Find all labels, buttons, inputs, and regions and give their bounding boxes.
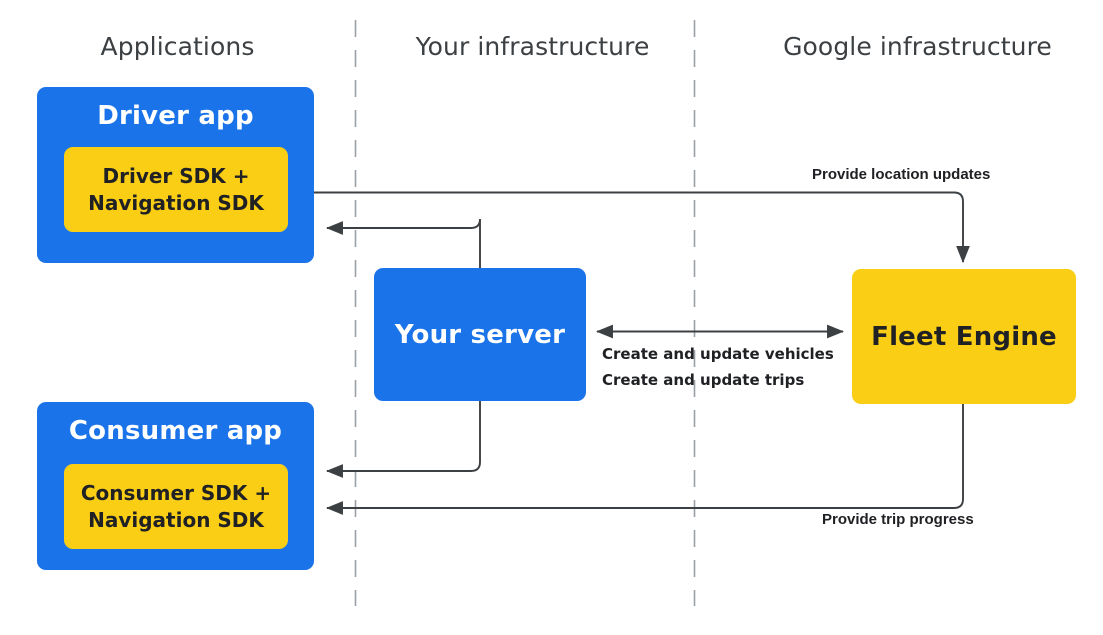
edge-label-create-and-update-trips: Create and update trips: [602, 371, 805, 389]
consumer-sdk-line-1: Consumer SDK +: [80, 481, 272, 506]
edge-label-create-and-update-vehicles: Create and update vehicles: [602, 345, 834, 363]
driver-app-title-row: Driver app: [37, 87, 314, 144]
edge-driver-to-fleet-engine: [251, 191, 970, 264]
node-your-server[interactable]: Your server: [374, 268, 586, 401]
your-server-title: Your server: [394, 319, 566, 350]
node-driver-sdk-chip[interactable]: Driver SDK + Navigation SDK: [64, 147, 288, 232]
fleet-engine-title: Fleet Engine: [871, 321, 1057, 352]
node-consumer-app[interactable]: Consumer app Consumer SDK + Navigation S…: [37, 402, 314, 570]
consumer-sdk-line-2: Navigation SDK: [88, 507, 264, 532]
column-heading-google-infrastructure: Google infrastructure: [783, 32, 1052, 61]
driver-app-title: Driver app: [97, 100, 254, 131]
consumer-app-title: Consumer app: [68, 416, 283, 446]
edge-fleet-engine-to-consumer: [325, 404, 964, 515]
consumer-app-title-row: Consumer app: [37, 402, 314, 460]
edge-server-to-driver: [325, 218, 481, 268]
edge-label-provide-trip-progress: Provide trip progress: [822, 511, 974, 528]
driver-sdk-line-2: Navigation SDK: [88, 190, 264, 215]
edge-label-provide-location-updates: Provide location updates: [812, 166, 991, 183]
column-heading-your-infrastructure: Your infrastructure: [415, 32, 650, 61]
node-driver-app[interactable]: Driver app Driver SDK + Navigation SDK: [37, 87, 314, 263]
node-consumer-sdk-chip[interactable]: Consumer SDK + Navigation SDK: [64, 464, 288, 549]
column-heading-applications: Applications: [100, 32, 255, 61]
driver-sdk-line-1: Driver SDK +: [102, 164, 250, 189]
edge-server-to-consumer: [325, 401, 481, 478]
node-fleet-engine[interactable]: Fleet Engine: [852, 269, 1076, 404]
